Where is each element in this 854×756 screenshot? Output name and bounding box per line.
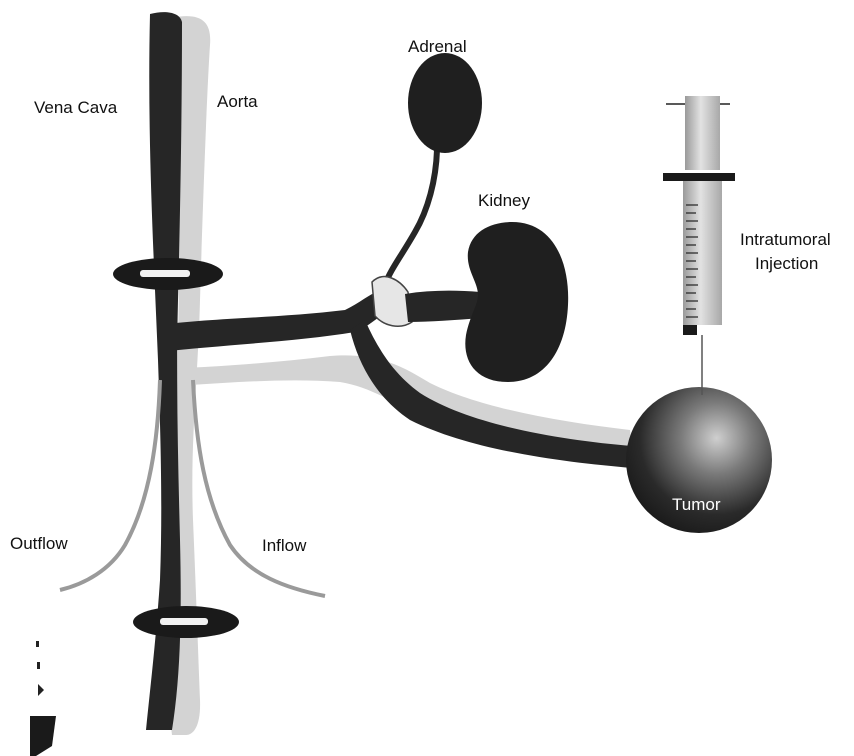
inflow-label: Inflow <box>262 536 307 555</box>
adrenal-label: Adrenal <box>408 37 467 56</box>
outflow-label: Outflow <box>10 534 68 553</box>
injection-label-line1: Intratumoral <box>740 230 831 249</box>
adrenal-vein <box>385 150 437 285</box>
injection-label-line2: Injection <box>755 254 818 273</box>
kidney <box>465 222 568 382</box>
kidney-label: Kidney <box>478 191 530 210</box>
lower-vascular-clamp-icon <box>133 606 239 638</box>
adrenal-gland <box>408 53 482 153</box>
left-margin-marks <box>30 641 56 756</box>
upper-vascular-clamp-icon <box>113 258 223 290</box>
aorta-label: Aorta <box>217 92 258 111</box>
tumor-label: Tumor <box>672 495 721 514</box>
outflow-line <box>60 380 160 590</box>
kidney-hilum-vessel <box>405 291 482 322</box>
syringe-icon <box>663 96 735 395</box>
inflow-line <box>193 380 325 596</box>
vena-cava-label: Vena Cava <box>34 98 118 117</box>
